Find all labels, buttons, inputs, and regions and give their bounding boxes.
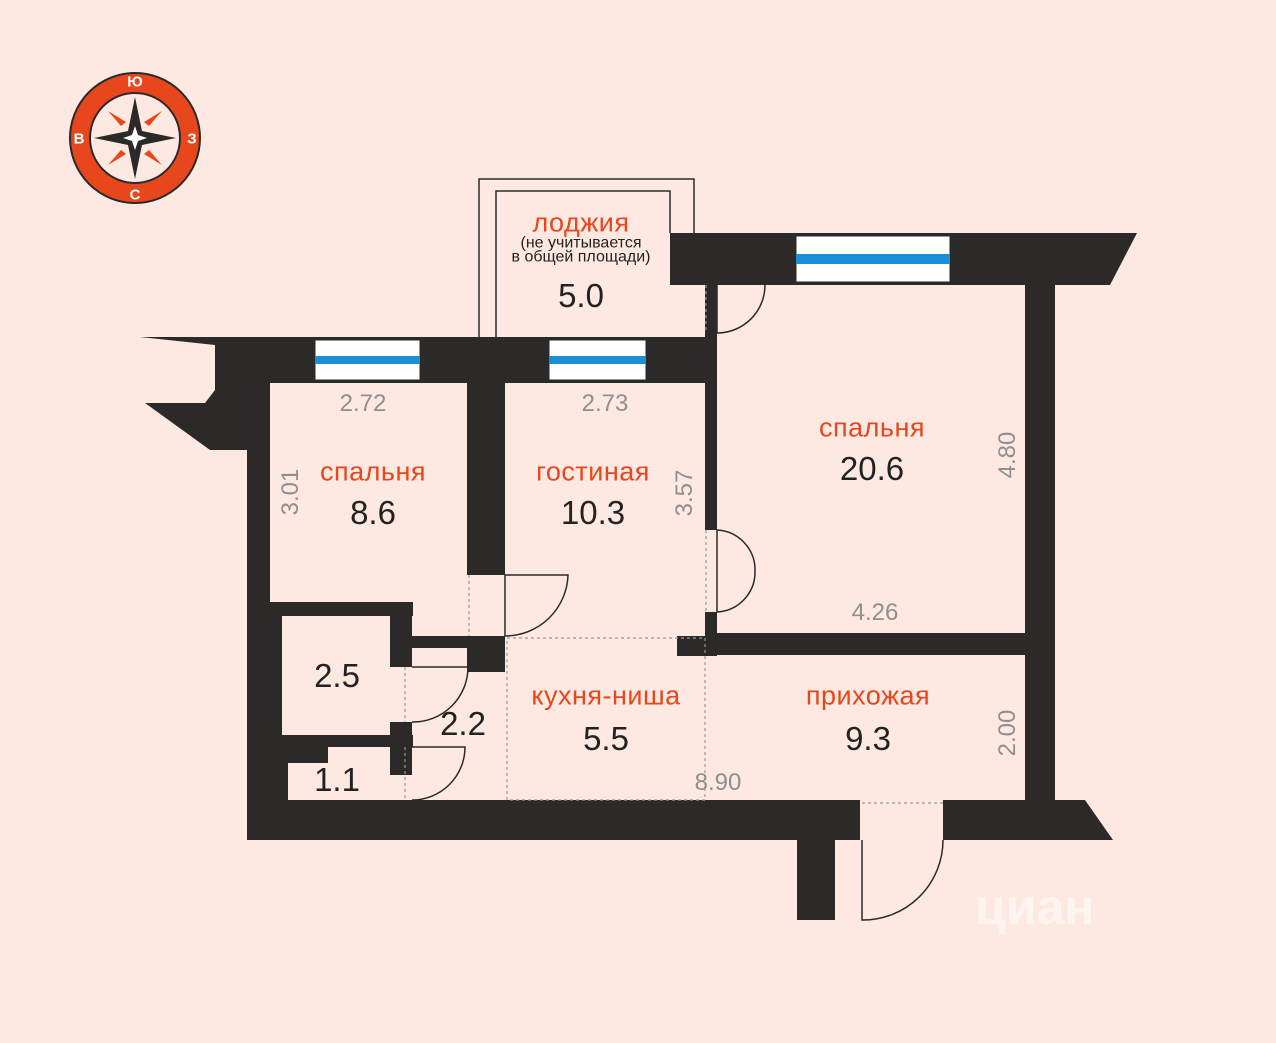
compass-south: Ю [127, 73, 143, 91]
room-area-living: 10.3 [560, 494, 626, 531]
wall-column [467, 636, 505, 672]
door-entrance [861, 839, 944, 921]
room-area-storage: 2.5 [314, 657, 360, 694]
door-bathroom [411, 666, 469, 723]
door-bedroom [716, 529, 756, 613]
room-name-kitchen: кухня-ниша [531, 680, 681, 711]
wall-toilet-right [390, 745, 412, 775]
room-name-bedroom-large: спальня [819, 412, 925, 443]
window-glass [549, 356, 646, 364]
door-loggia [716, 284, 766, 334]
dimension-4-80: 4.80 [994, 431, 1021, 479]
dimension-2-72: 2.72 [339, 390, 387, 417]
room-name-living: гостиная [536, 456, 650, 487]
compass-west: З [187, 130, 197, 148]
wall-storage-right-a [390, 602, 412, 667]
door-living [504, 574, 569, 637]
loggia-outline [478, 178, 695, 337]
door-toilet [411, 746, 466, 801]
compass-icon [69, 72, 201, 204]
wall-storage-right-b [390, 722, 412, 747]
wall-right [1025, 285, 1055, 805]
room-area-bathroom: 2.2 [440, 705, 486, 742]
room-area-hallway: 9.3 [845, 720, 891, 757]
wall-post [797, 840, 835, 920]
room-name-hallway: прихожая [805, 680, 931, 711]
wall-storage-bottom [270, 735, 413, 747]
wall-living-bedroom-a [705, 285, 717, 530]
room-area-toilet: 1.1 [314, 761, 360, 798]
windows [314, 235, 951, 381]
wall-toilet-left [270, 760, 288, 805]
dimension-3-01: 3.01 [277, 468, 304, 516]
room-area-kitchen: 5.5 [583, 720, 629, 757]
kitchen-zone [506, 637, 706, 801]
compass-east: В [73, 130, 85, 148]
wall-storage-top [270, 602, 413, 616]
wall-bottom [247, 800, 860, 840]
wall-bedroom-hallway [705, 633, 1025, 655]
dotted-lines [404, 285, 943, 804]
loggia-note-2: в общей площади) [511, 248, 651, 266]
wall-storage-left [270, 602, 282, 742]
dimension-4-26: 4.26 [851, 599, 899, 626]
wall-kitchen-corner [677, 636, 717, 656]
wall-toilet-top [270, 745, 328, 763]
wall-bedroom-living [467, 383, 505, 575]
window-glass [315, 356, 420, 364]
dimension-8-90: 8.90 [694, 769, 742, 796]
room-area-bedroom-small: 8.6 [350, 494, 396, 531]
dimension-3-57: 3.57 [671, 469, 698, 517]
wall-bottom-right [943, 800, 1113, 840]
dimension-2-73: 2.73 [581, 390, 629, 417]
room-name-loggia: лоджия [532, 207, 630, 238]
window-glass [796, 254, 950, 264]
wall-left [247, 337, 270, 840]
walls [140, 233, 1137, 920]
room-name-bedroom-small: спальня [320, 456, 426, 487]
dimension-2-00: 2.00 [994, 709, 1021, 757]
loggia-note-1: (не учитывается [520, 234, 642, 252]
room-area-loggia: 5.0 [558, 277, 604, 314]
room-area-bedroom-large: 20.6 [839, 450, 905, 487]
wall-bath-top [412, 636, 467, 648]
doors [411, 284, 944, 921]
compass-north: С [129, 186, 141, 204]
watermark-logo: циан [975, 879, 1095, 935]
